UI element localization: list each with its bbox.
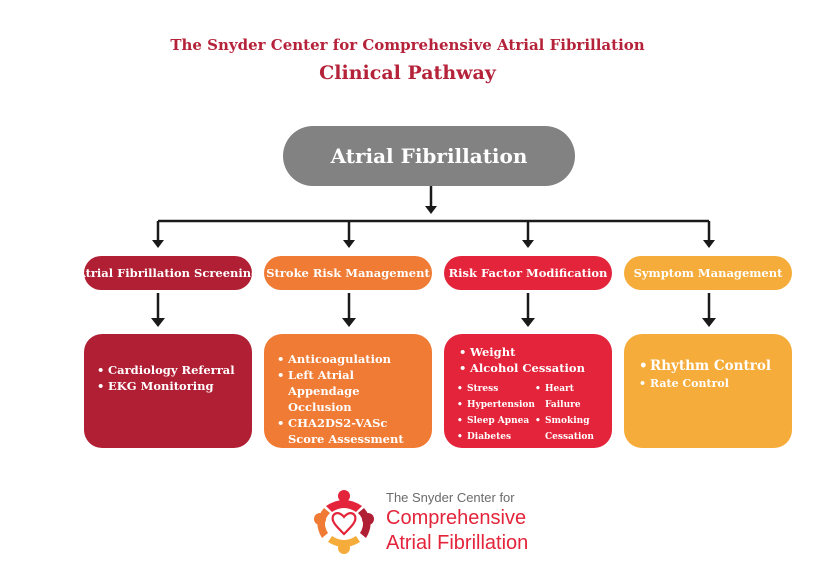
detail-box-symptom: Rhythm Control Rate Control bbox=[624, 334, 792, 448]
arrowhead-detail-1 bbox=[151, 318, 165, 327]
list-item: Rate Control bbox=[636, 376, 784, 392]
risk-factor-sub-list-left: Stress Hypertension Sleep Apnea Diabetes bbox=[456, 381, 535, 445]
list-item: Diabetes bbox=[456, 429, 534, 445]
screening-list: Cardiology Referral EKG Monitoring bbox=[94, 362, 242, 394]
list-item: Cardiology Referral bbox=[94, 362, 242, 378]
arrowhead-branch-2 bbox=[343, 240, 355, 248]
category-screening: Atrial Fibrillation Screening bbox=[77, 256, 259, 290]
list-item: Heart Failure bbox=[534, 381, 583, 413]
snyder-center-logo-icon bbox=[314, 490, 374, 554]
root-node: Atrial Fibrillation bbox=[283, 126, 575, 186]
list-item: Sleep Apnea bbox=[456, 413, 534, 429]
arrowhead-branch-4 bbox=[703, 240, 715, 248]
category-risk-factor: Risk Factor Modification bbox=[444, 256, 612, 290]
list-item: CHA2DS2-VASc Score Assessment bbox=[274, 415, 424, 447]
list-item: Alcohol Cessation bbox=[456, 360, 604, 376]
category-symptom-label: Symptom Management bbox=[633, 266, 783, 280]
logo-text-line2: Comprehensive bbox=[386, 507, 527, 529]
header-title: The Snyder Center for Comprehensive Atri… bbox=[170, 36, 645, 54]
logo-text-line3: Atrial Fibrillation bbox=[386, 532, 529, 554]
list-item: Smoking Cessation bbox=[534, 413, 594, 445]
detail-box-screening: Cardiology Referral EKG Monitoring bbox=[84, 334, 252, 448]
risk-factor-sub-list-right: Heart Failure Smoking Cessation bbox=[534, 381, 596, 445]
stroke-list: Anticoagulation Left Atrial Appendage Oc… bbox=[274, 351, 424, 447]
root-node-label: Atrial Fibrillation bbox=[330, 144, 528, 168]
list-item: Stress bbox=[456, 381, 534, 397]
list-item: Left Atrial Appendage Occlusion bbox=[274, 367, 424, 415]
category-stroke: Stroke Risk Management bbox=[264, 256, 432, 290]
category-risk-factor-label: Risk Factor Modification bbox=[448, 266, 608, 280]
header-subtitle: Clinical Pathway bbox=[319, 62, 496, 84]
arrowhead-detail-4 bbox=[702, 318, 716, 327]
list-item: Hypertension bbox=[456, 397, 535, 413]
list-item: Rhythm Control bbox=[636, 357, 784, 376]
detail-box-stroke: Anticoagulation Left Atrial Appendage Oc… bbox=[264, 334, 432, 448]
arrowhead-detail-2 bbox=[342, 318, 356, 327]
arrowhead-detail-3 bbox=[521, 318, 535, 327]
category-screening-label: Atrial Fibrillation Screening bbox=[76, 266, 260, 280]
logo-text-line1: The Snyder Center for bbox=[386, 490, 515, 505]
arrowhead-root bbox=[425, 206, 437, 214]
list-item: Anticoagulation bbox=[274, 351, 424, 367]
category-symptom: Symptom Management bbox=[624, 256, 792, 290]
arrowhead-branch-3 bbox=[522, 240, 534, 248]
list-item: EKG Monitoring bbox=[94, 378, 242, 394]
list-item: Weight bbox=[456, 344, 604, 360]
symptom-list: Rhythm Control Rate Control bbox=[636, 357, 784, 392]
category-stroke-label: Stroke Risk Management bbox=[266, 266, 430, 280]
risk-factor-main-list: Weight Alcohol Cessation bbox=[456, 344, 604, 376]
arrowhead-branch-1 bbox=[152, 240, 164, 248]
detail-box-risk-factor: Weight Alcohol Cessation Stress Hyperten… bbox=[444, 334, 612, 448]
